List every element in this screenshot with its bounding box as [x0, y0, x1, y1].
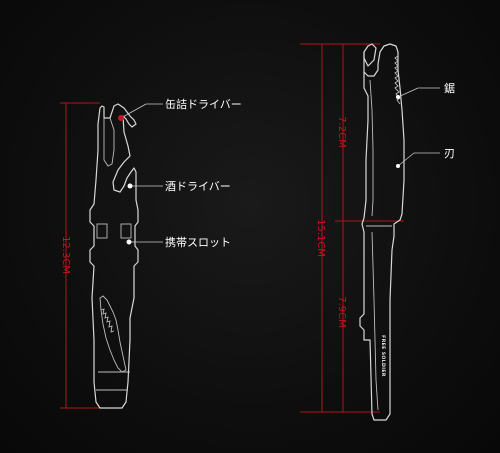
left-dimension: 12.3CM: [60, 102, 100, 409]
blade-callout: 刃: [396, 147, 455, 168]
blade-leader: [397, 152, 415, 167]
carry-slot-callout: 携帯スロット: [126, 235, 231, 249]
left-tool: 12.3CM 缶詰ドライバー 酒ドライバー 携帯スロット: [60, 97, 242, 409]
handle-inner-line: [371, 231, 379, 411]
total-dimension-label: 15.1CM: [315, 219, 326, 257]
left-tool-inner-teeth: [100, 308, 115, 333]
right-dimension-upper: 7.2CM: [336, 44, 347, 221]
right-tool-blade-edge: [369, 79, 374, 217]
right-tool-outline: [363, 43, 377, 67]
carry-slot-left: [96, 223, 108, 239]
brand-text: FREE SOLDIER: [380, 335, 386, 377]
bottle-opener-callout: 酒ドライバー: [127, 180, 231, 193]
right-tool-body-outline: [359, 43, 405, 421]
saw-teeth: [394, 55, 401, 105]
carry-slot-right: [120, 223, 132, 239]
lower-dimension-label: 7.9CM: [336, 296, 347, 328]
left-tool-inner-blade: [99, 295, 127, 373]
can-opener-callout: 缶詰ドライバー: [118, 97, 242, 121]
upper-dimension-label: 7.2CM: [336, 116, 347, 148]
right-tool: 15.1CM 7.2CM 7.9CM FREE SOLDIER: [300, 43, 455, 421]
blade-marker: [396, 164, 400, 168]
carry-slot-label: 携帯スロット: [165, 235, 231, 249]
saw-callout: 鋸: [396, 81, 455, 99]
right-dimension-lower: 7.9CM: [336, 221, 347, 412]
bottle-opener-label: 酒ドライバー: [165, 180, 231, 193]
can-opener-label: 缶詰ドライバー: [165, 97, 242, 111]
left-dimension-label: 12.3CM: [60, 236, 71, 274]
carry-slot-marker: [126, 239, 132, 245]
right-dimension-total: 15.1CM: [300, 43, 380, 413]
saw-leader: [397, 87, 419, 98]
blade-label: 刃: [444, 147, 455, 160]
can-opener-slot: [103, 117, 115, 167]
left-tool-outline: [89, 103, 139, 409]
can-opener-marker: [118, 115, 124, 121]
saw-marker: [396, 95, 400, 99]
bottle-opener-marker: [127, 183, 133, 189]
saw-label: 鋸: [444, 81, 455, 95]
can-opener-leader: [120, 103, 147, 119]
